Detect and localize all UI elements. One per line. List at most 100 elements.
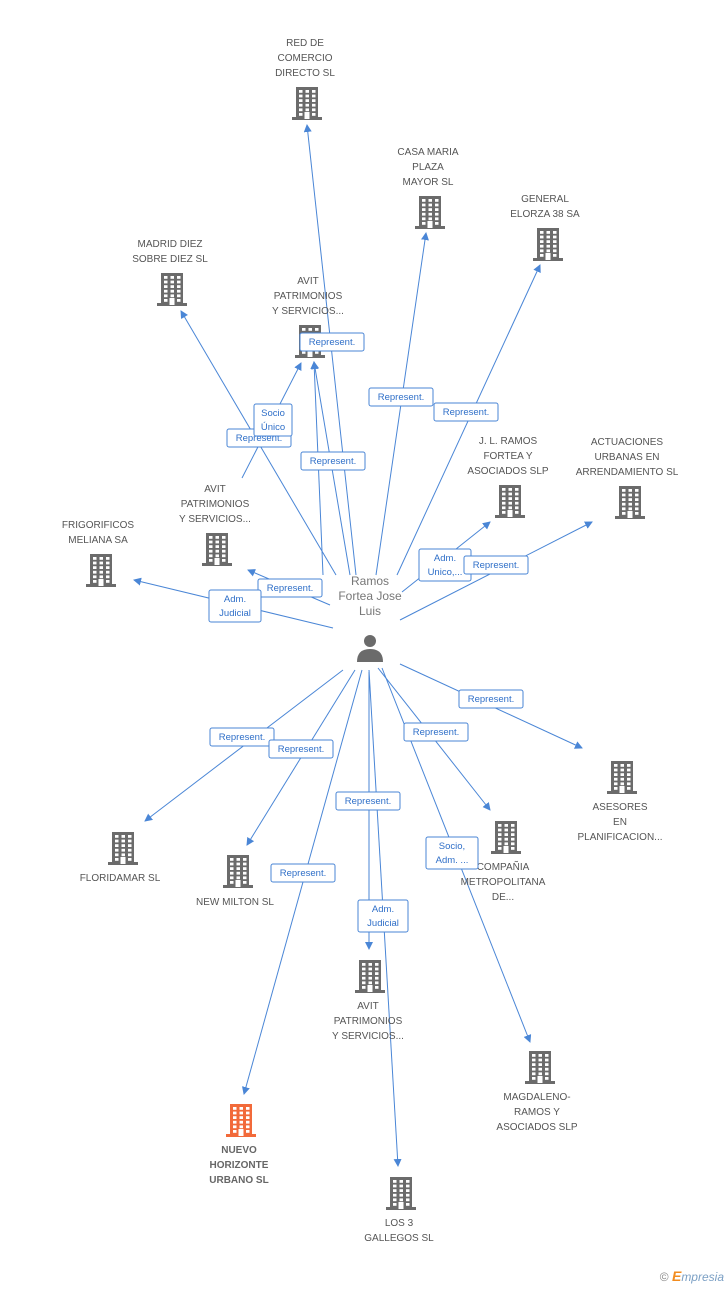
relation-badge-box xyxy=(425,836,479,870)
relation-badge-label: Judicial xyxy=(367,918,399,929)
relation-badge-label: Represent. xyxy=(413,727,459,738)
company-label: Y SERVICIOS... xyxy=(272,306,344,317)
company-label: HORIZONTE xyxy=(210,1160,269,1171)
relation-badge-box xyxy=(458,689,524,709)
company-label: GALLEGOS SL xyxy=(364,1233,434,1244)
relation-badge[interactable]: Represent. xyxy=(463,555,529,575)
relation-badge[interactable]: Adm.Judicial xyxy=(357,899,409,933)
relation-badge-label: Unico,... xyxy=(428,567,463,578)
company-label: PATRIMONIOS xyxy=(274,291,343,302)
relation-badge-label: Represent. xyxy=(443,407,489,418)
company-label: CASA MARIA xyxy=(397,147,458,158)
relation-badge-label: Represent. xyxy=(310,456,356,467)
relation-badge-label: Represent. xyxy=(345,796,391,807)
relation-badge[interactable]: Represent. xyxy=(257,578,323,598)
relation-badge[interactable]: Represent. xyxy=(268,739,334,759)
relation-badge-box xyxy=(403,722,469,742)
relation-badge-box xyxy=(300,451,366,471)
company-label: URBANAS EN xyxy=(594,452,659,463)
company-label: RED DE xyxy=(286,38,324,49)
relation-badge-label: Represent. xyxy=(309,337,355,348)
company-label: FLORIDAMAR SL xyxy=(80,873,161,884)
company-label: MAGDALENO- xyxy=(503,1092,570,1103)
relation-badge[interactable]: Represent. xyxy=(433,402,499,422)
company-node-newmilton[interactable]: NEW MILTON SL xyxy=(196,855,274,908)
company-label: PLAZA xyxy=(412,162,444,173)
relation-badge-label: Represent. xyxy=(378,392,424,403)
company-node-frigorificos[interactable]: FRIGORIFICOS MELIANA SA xyxy=(62,520,135,587)
relation-badge[interactable]: Socio,Adm. ... xyxy=(425,836,479,870)
brand-first-letter: E xyxy=(671,1268,682,1284)
company-node-actuaciones[interactable]: ACTUACIONES URBANAS EN ARRENDAMIENTO SL xyxy=(576,437,679,519)
relation-badge[interactable]: Represent. xyxy=(270,863,336,883)
relation-badge[interactable]: Represent. xyxy=(299,332,365,352)
relation-badge[interactable]: Adm. Judicial xyxy=(208,589,262,623)
company-label: ARRENDAMIENTO SL xyxy=(576,467,679,478)
relation-badge[interactable]: Represent. xyxy=(335,791,401,811)
relation-badge[interactable]: Represent. xyxy=(403,722,469,742)
company-label: Y SERVICIOS... xyxy=(179,514,251,525)
company-node-floridamar[interactable]: FLORIDAMAR SL xyxy=(80,832,161,884)
company-node-asesores[interactable]: ASESORESENPLANIFICACION... xyxy=(577,761,663,843)
company-label: ELORZA 38 SA xyxy=(510,209,580,220)
company-label: URBANO SL xyxy=(209,1175,268,1186)
relation-badge-box xyxy=(268,739,334,759)
brand-name: mpresia xyxy=(681,1270,724,1284)
building-icon xyxy=(292,87,322,120)
company-label: AVIT xyxy=(297,276,318,287)
relation-badge[interactable]: Adm.Unico,... xyxy=(418,548,472,582)
company-label: DIRECTO SL xyxy=(275,68,335,79)
relation-badge-box xyxy=(357,899,409,933)
company-label: ACTUACIONES xyxy=(591,437,664,448)
company-label: PLANIFICACION... xyxy=(577,832,662,843)
building-icon xyxy=(386,1177,416,1210)
building-icon xyxy=(607,761,637,794)
company-label: RAMOS Y xyxy=(514,1107,560,1118)
relation-badge[interactable]: Represent. xyxy=(368,387,434,407)
relation-badge-box xyxy=(368,387,434,407)
building-icon xyxy=(202,533,232,566)
relation-badge-label: Represent. xyxy=(219,732,265,743)
building-icon xyxy=(223,855,253,888)
company-node-compania[interactable]: COMPAÑIAMETROPOLITANADE... xyxy=(461,821,546,903)
relation-badge-box xyxy=(270,863,336,883)
relation-badge[interactable]: Represent. xyxy=(209,727,275,747)
relation-badge[interactable]: Represent. xyxy=(300,451,366,471)
relation-badge-label: Represent. xyxy=(236,433,282,444)
relation-badge-label: Adm. xyxy=(224,594,246,605)
company-node-red[interactable]: RED DE COMERCIO DIRECTO SL xyxy=(275,38,335,120)
building-icon xyxy=(157,273,187,306)
relation-badge-label: Represent. xyxy=(468,694,514,705)
building-icon xyxy=(415,196,445,229)
relation-badge-label: Judicial xyxy=(219,608,251,619)
relation-badge[interactable]: Represent. xyxy=(458,689,524,709)
brand-logo: © Empresia xyxy=(660,1268,724,1284)
relation-badge-box xyxy=(253,403,293,437)
company-label: J. L. RAMOS xyxy=(479,436,538,447)
company-label: PATRIMONIOS xyxy=(334,1016,403,1027)
company-label: FORTEA Y xyxy=(483,451,532,462)
building-icon xyxy=(108,832,138,865)
person-icon xyxy=(357,635,383,662)
relation-badge-box xyxy=(463,555,529,575)
company-label: MELIANA SA xyxy=(68,535,128,546)
company-label: AVIT xyxy=(357,1001,378,1012)
relation-badge-box xyxy=(208,589,262,623)
building-icon xyxy=(495,485,525,518)
company-label: FRIGORIFICOS xyxy=(62,520,135,531)
company-label: COMERCIO xyxy=(278,53,333,64)
relation-badge-label: Adm. ... xyxy=(436,855,469,866)
building-icon xyxy=(615,486,645,519)
